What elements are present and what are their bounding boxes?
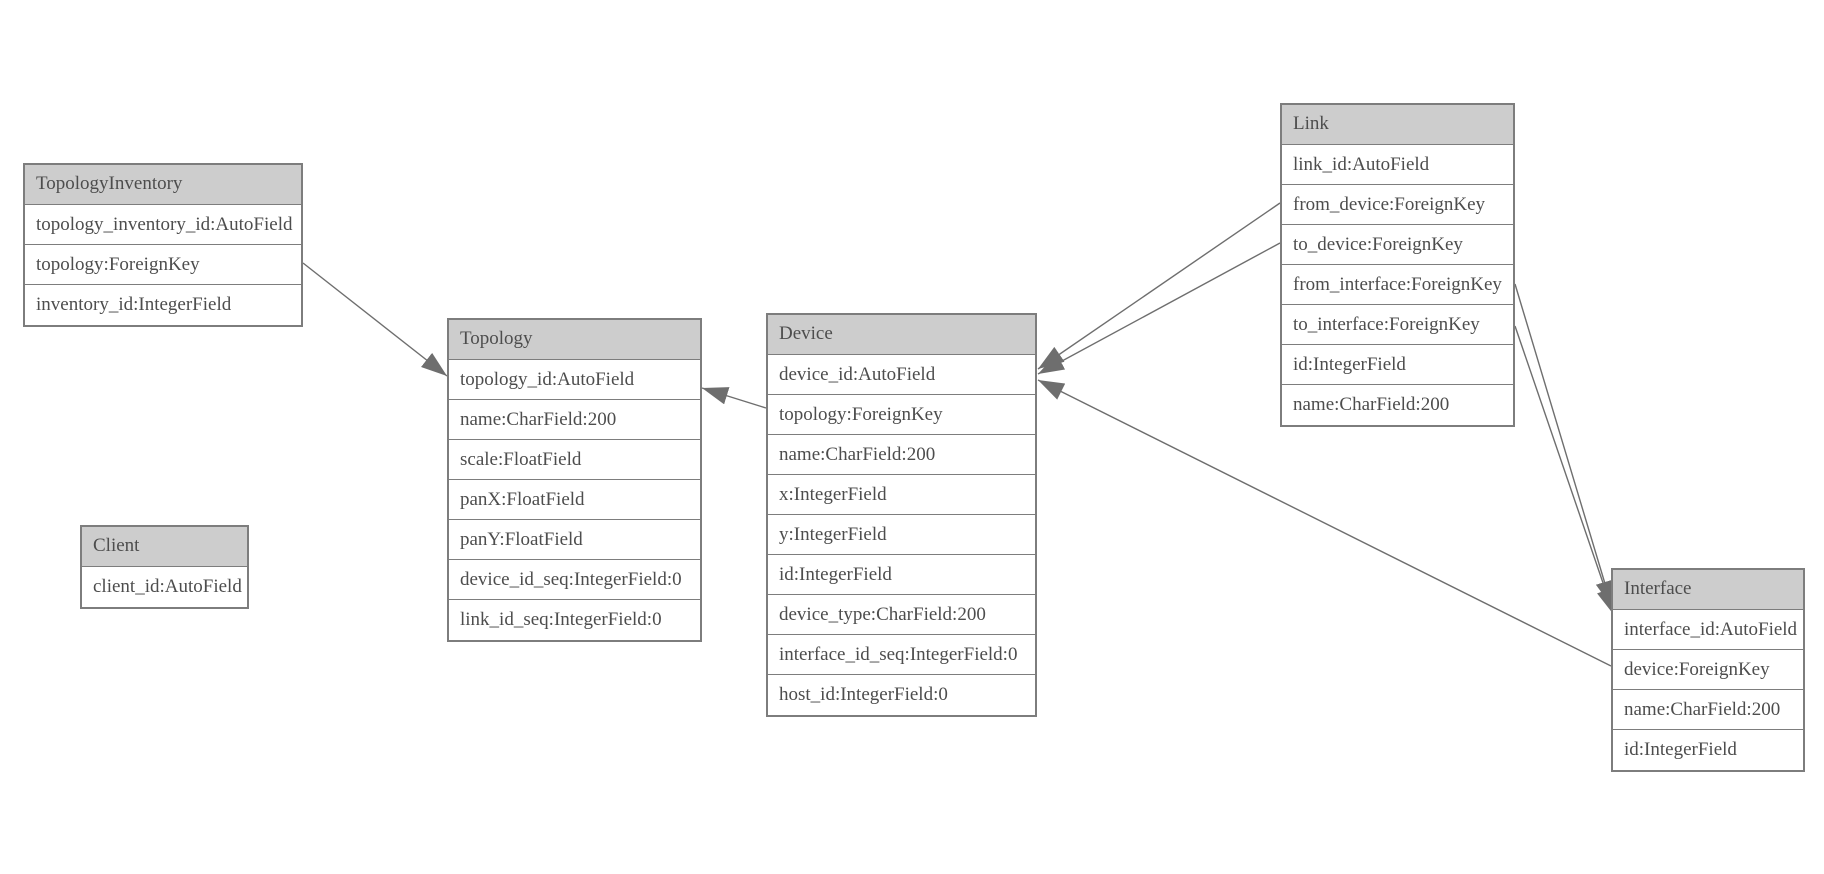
relationship-link-to_device xyxy=(1037,242,1281,375)
field-row: scale:FloatField xyxy=(449,440,700,480)
field-row: name:CharField:200 xyxy=(1282,385,1513,425)
field-row: panX:FloatField xyxy=(449,480,700,520)
field-row: interface_id_seq:IntegerField:0 xyxy=(768,635,1035,675)
entity-title: Link xyxy=(1282,105,1513,145)
field-row: x:IntegerField xyxy=(768,475,1035,515)
relationship-device-topology xyxy=(701,387,767,409)
relationship-topologyinventory-topology xyxy=(302,262,448,377)
field-row: topology:ForeignKey xyxy=(25,245,301,285)
relationship-link-from_interface xyxy=(1514,283,1614,608)
field-row: interface_id:AutoField xyxy=(1613,610,1803,650)
field-row: host_id:IntegerField:0 xyxy=(768,675,1035,715)
field-row: to_interface:ForeignKey xyxy=(1282,305,1513,345)
field-row: device:ForeignKey xyxy=(1613,650,1803,690)
field-row: topology_inventory_id:AutoField xyxy=(25,205,301,245)
field-row: client_id:AutoField xyxy=(82,567,247,607)
field-row: name:CharField:200 xyxy=(1613,690,1803,730)
entity-title: Interface xyxy=(1613,570,1803,610)
field-row: id:IntegerField xyxy=(1613,730,1803,770)
entity-title: Device xyxy=(768,315,1035,355)
relationship-link-to_interface xyxy=(1514,325,1615,616)
field-row: from_interface:ForeignKey xyxy=(1282,265,1513,305)
field-row: to_device:ForeignKey xyxy=(1282,225,1513,265)
field-row: link_id_seq:IntegerField:0 xyxy=(449,600,700,640)
field-row: name:CharField:200 xyxy=(768,435,1035,475)
field-row: device_type:CharField:200 xyxy=(768,595,1035,635)
field-row: device_id:AutoField xyxy=(768,355,1035,395)
field-row: topology:ForeignKey xyxy=(768,395,1035,435)
field-row: topology_id:AutoField xyxy=(449,360,700,400)
field-row: panY:FloatField xyxy=(449,520,700,560)
field-row: device_id_seq:IntegerField:0 xyxy=(449,560,700,600)
entity-title: TopologyInventory xyxy=(25,165,301,205)
field-row: from_device:ForeignKey xyxy=(1282,185,1513,225)
field-row: name:CharField:200 xyxy=(449,400,700,440)
field-row: id:IntegerField xyxy=(768,555,1035,595)
field-row: y:IntegerField xyxy=(768,515,1035,555)
field-row: inventory_id:IntegerField xyxy=(25,285,301,325)
relationship-interface-device xyxy=(1037,379,1612,667)
entity-title: Client xyxy=(82,527,247,567)
field-row: id:IntegerField xyxy=(1282,345,1513,385)
field-row: link_id:AutoField xyxy=(1282,145,1513,185)
relationship-link-from_device xyxy=(1037,202,1281,370)
entity-title: Topology xyxy=(449,320,700,360)
